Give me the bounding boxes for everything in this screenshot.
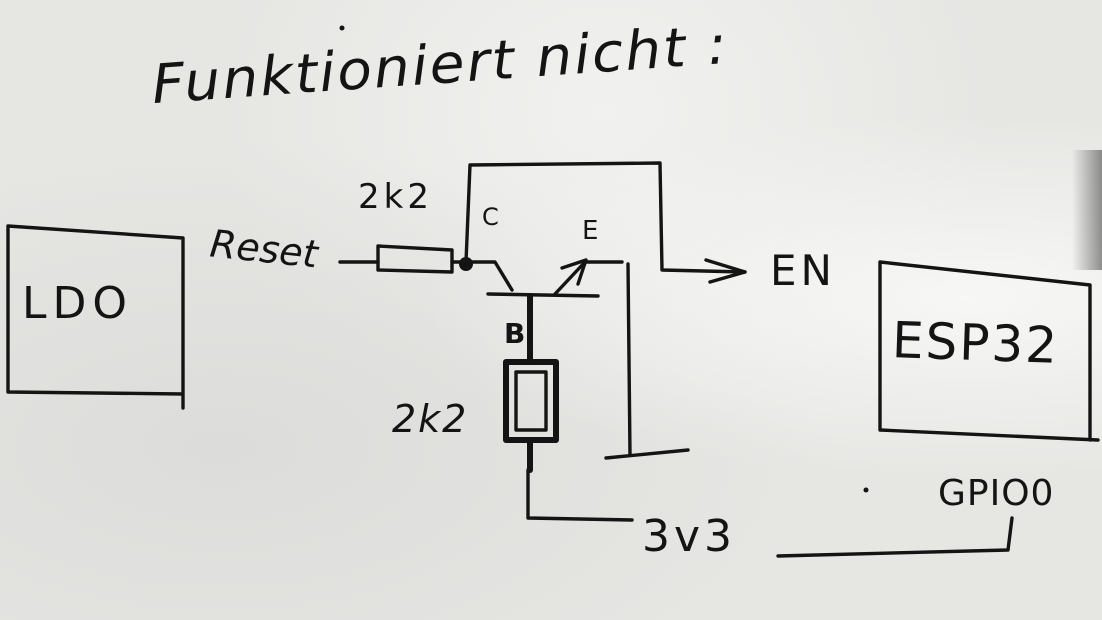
base-resistor [503,359,559,443]
enable-label: EN [770,246,836,295]
emitter-label: E [582,216,599,246]
collector-resistor [376,244,454,274]
supply-label: 3v3 [642,511,737,562]
supply-wire [526,468,634,522]
base-label: B [504,317,526,350]
ldo-box [6,224,185,410]
base-resistor-inner [514,370,548,432]
collector-resistor-label: 2k2 [358,177,433,217]
enable-arrow-icon [704,258,747,284]
enable-loop-wire [464,161,747,274]
ldo-label: LDO [22,278,134,329]
collector-label: C [482,203,499,231]
junction-dot [459,257,473,271]
transistor-base-bar [486,292,600,298]
reset-label: Reset [207,221,320,277]
esp32-box [878,260,1100,442]
emitter-drop-wire [604,262,690,460]
gpio-wire [776,516,1014,558]
stray-dot [863,487,869,493]
emitter-arrow-icon [560,258,588,286]
gpio-label: GPIO0 [938,473,1055,514]
base-resistor-label: 2k2 [392,397,469,441]
esp32-label: ESP32 [891,311,1061,375]
stray-dot [339,25,345,31]
